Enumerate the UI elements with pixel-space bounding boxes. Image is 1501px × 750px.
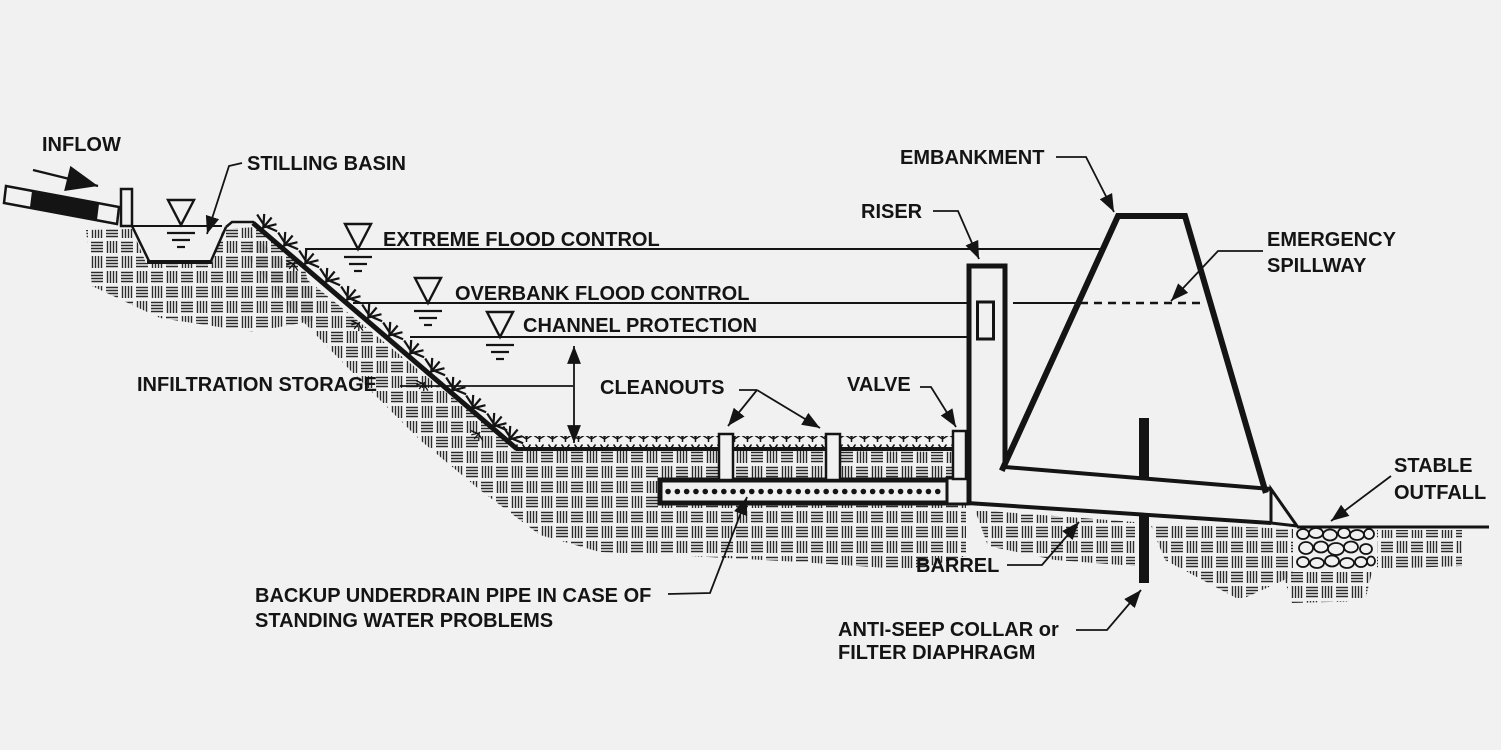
floor-grass-strip: [841, 436, 953, 449]
soil-under-barrel-right: [1150, 523, 1293, 600]
riser-structure: [966, 263, 1008, 503]
label-extreme-flood: EXTREME FLOOD CONTROL: [383, 229, 660, 251]
labels-layer: INFLOW STILLING BASIN EXTREME FLOOD CONT…: [42, 134, 1486, 664]
berm-crest: [225, 220, 254, 228]
label-embankment: EMBANKMENT: [900, 147, 1044, 169]
leader-barrel: [1007, 521, 1080, 566]
leader-stable-outfall: [1330, 475, 1392, 522]
riser-orifice: [976, 300, 995, 341]
leader-valve: [920, 386, 957, 428]
inflow-pipe-black-section: [30, 191, 99, 220]
leader-embankment: [1056, 156, 1115, 213]
water-surface-symbol-extreme: [342, 222, 374, 273]
water-surface-symbol-overbank: [412, 276, 444, 327]
barrel-outlet-bevel: [1269, 484, 1301, 528]
label-backup-underdrain-1: BACKUP UNDERDRAIN PIPE IN CASE OF: [255, 585, 651, 607]
label-riser: RISER: [861, 201, 923, 223]
label-emergency-spillway-2: SPILLWAY: [1267, 255, 1367, 277]
label-stilling-basin: STILLING BASIN: [247, 153, 406, 175]
soil-below-outfall: [1282, 572, 1372, 603]
label-anti-seep-2: FILTER DIAPHRAGM: [838, 642, 1035, 664]
label-channel-protection: CHANNEL PROTECTION: [523, 315, 757, 337]
label-inflow: INFLOW: [42, 134, 121, 156]
valve-pipe: [951, 429, 968, 481]
basin-floor: [516, 436, 967, 451]
water-surface-symbol-channel: [484, 310, 516, 361]
leader-backup-underdrain: [667, 496, 748, 595]
leader-lines: [205, 156, 1392, 631]
label-overbank-flood: OVERBANK FLOOD CONTROL: [455, 283, 749, 305]
leader-riser: [933, 210, 980, 260]
label-valve: VALVE: [847, 374, 911, 396]
cleanout-pipe-2: [824, 432, 842, 482]
label-infiltration-storage: INFILTRATION STORAGE: [137, 374, 377, 396]
soil-right-of-outfall: [1377, 530, 1462, 569]
label-stable-outfall-2: OUTFALL: [1394, 482, 1486, 504]
underdrain-pipe: [657, 476, 971, 506]
floor-grass-strip: [516, 436, 719, 449]
floor-grass-strip: [733, 436, 827, 449]
soil-hatch-layer: [86, 227, 1462, 603]
leader-cleanout-right: [756, 389, 821, 429]
water-surface-symbol-stilling: [165, 198, 197, 249]
leader-emergency-spillway: [1170, 250, 1263, 302]
cleanout-pipe-1: [717, 432, 735, 482]
embankment-outline: [999, 213, 1269, 494]
label-stable-outfall-1: STABLE: [1394, 455, 1473, 477]
leader-anti-seep: [1076, 589, 1142, 631]
anti-seep-collar: [1139, 418, 1149, 583]
riprap-stones: [1296, 527, 1376, 569]
label-emergency-spillway-1: EMERGENCY: [1267, 229, 1397, 251]
vegetated-slope: [250, 208, 529, 451]
leader-stilling-basin: [205, 162, 243, 235]
inflow-headwall: [119, 187, 134, 228]
soil-under-barrel-left: [975, 510, 1135, 566]
label-anti-seep-1: ANTI-SEEP COLLAR or: [838, 619, 1059, 641]
leader-cleanout-left: [727, 389, 758, 427]
label-barrel: BARREL: [916, 555, 999, 577]
underdrain-end-box: [945, 476, 971, 506]
barrel-pipe: [966, 465, 1301, 528]
label-cleanouts: CLEANOUTS: [600, 377, 724, 399]
inflow-arrow: [32, 165, 99, 192]
inflow-pipe: [2, 165, 134, 228]
label-backup-underdrain-2: STANDING WATER PROBLEMS: [255, 610, 553, 632]
